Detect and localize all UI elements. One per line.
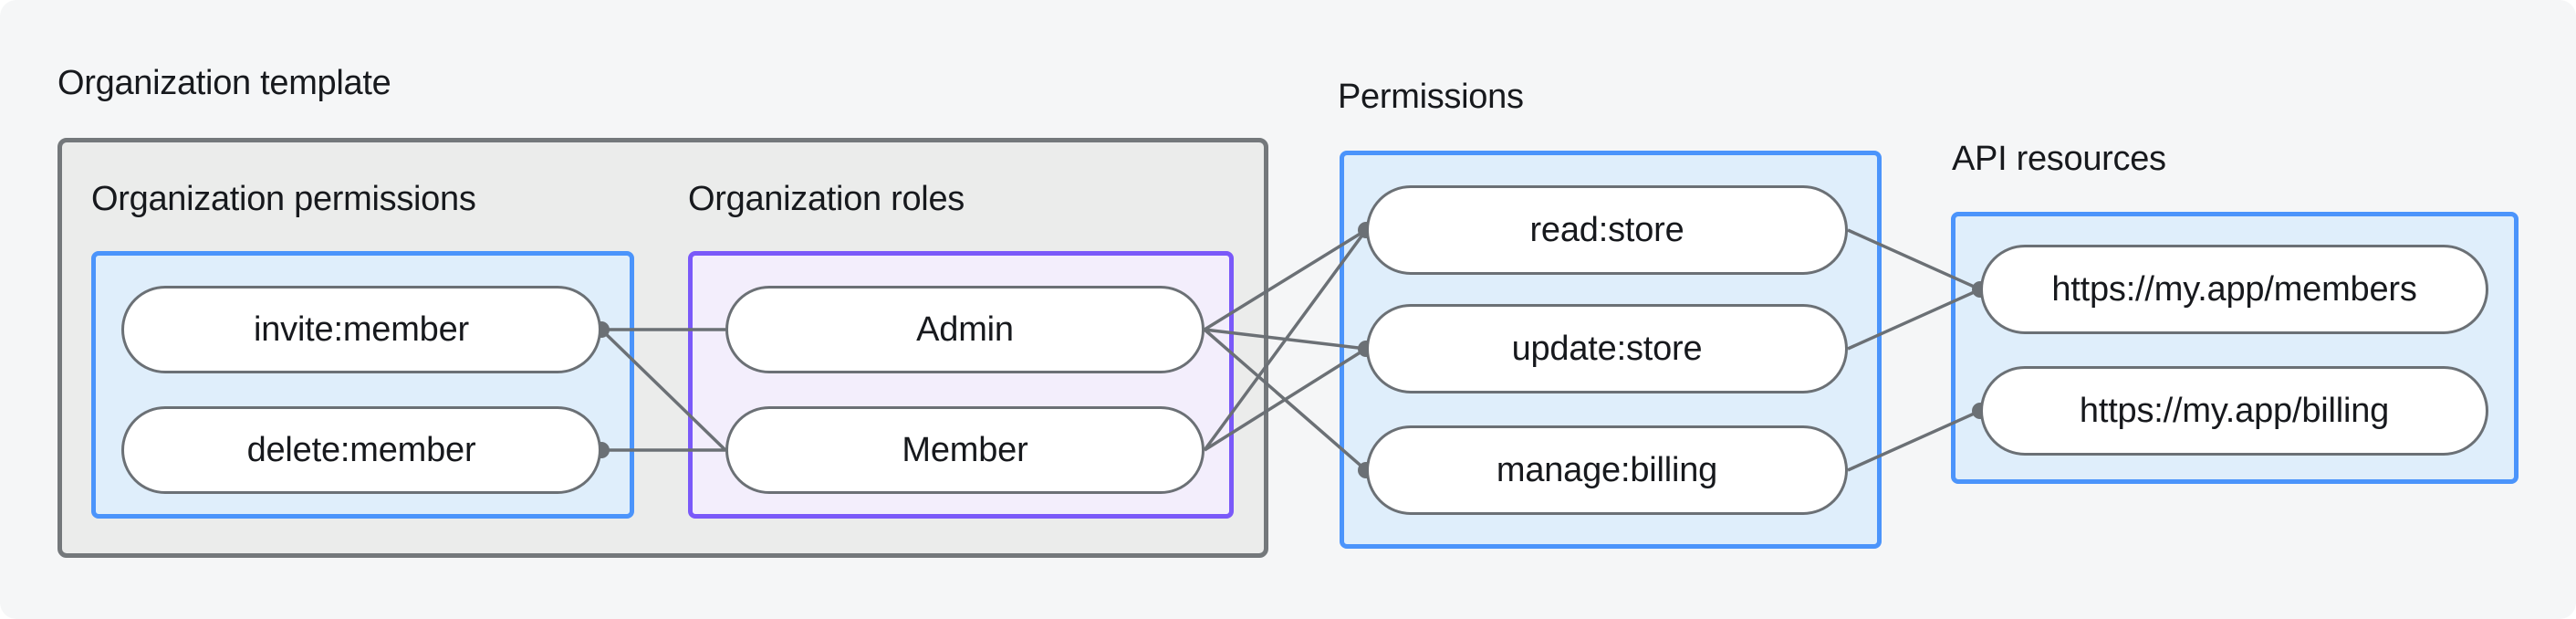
pill-admin: Admin xyxy=(725,286,1205,373)
pill-manage-billing: manage:billing xyxy=(1366,425,1848,515)
diagram-title: Organization template xyxy=(57,64,391,102)
api-resources-label: API resources xyxy=(1952,140,2166,178)
permissions-label: Permissions xyxy=(1338,78,1524,116)
pill-api-billing: https://my.app/billing xyxy=(1980,366,2488,456)
pill-read-store: read:store xyxy=(1366,185,1848,275)
pill-delete-member: delete:member xyxy=(121,406,601,494)
organization-roles-label: Organization roles xyxy=(688,180,965,218)
pill-api-members: https://my.app/members xyxy=(1980,245,2488,334)
pill-invite-member: invite:member xyxy=(121,286,601,373)
pill-member: Member xyxy=(725,406,1205,494)
pill-update-store: update:store xyxy=(1366,304,1848,393)
organization-permissions-label: Organization permissions xyxy=(91,180,476,218)
